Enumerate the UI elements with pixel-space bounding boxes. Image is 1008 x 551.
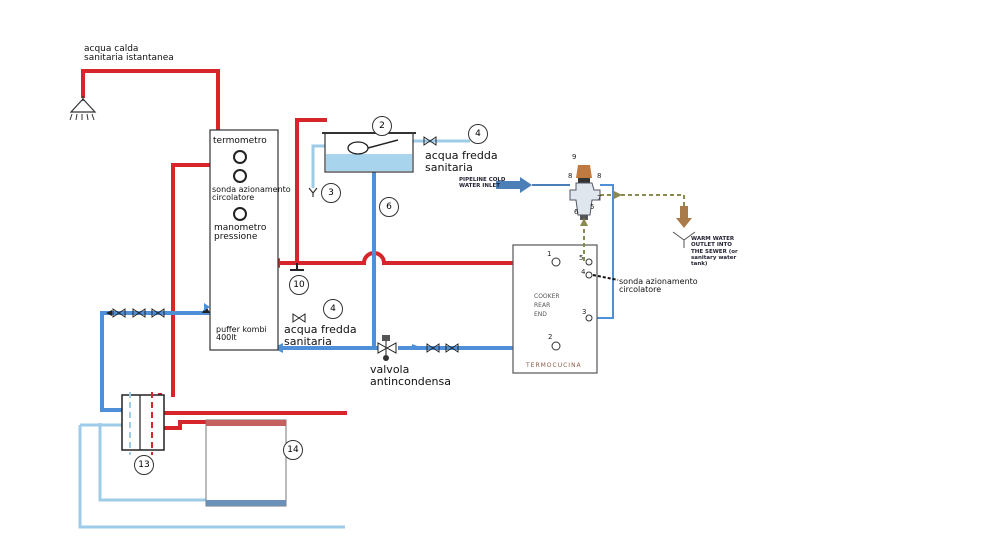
port-2-label: 2: [548, 333, 553, 341]
cold-water-top-label-line2: sanitaria: [425, 160, 473, 174]
right-probe-label: sonda azionamento circolatore: [619, 277, 698, 295]
sewer-funnel-icon: [672, 206, 696, 248]
cold-water-mid-label-line1: acqua fredda: [284, 323, 357, 336]
cold-water-mid-label-line2: sanitaria: [284, 334, 332, 348]
puffer-label: puffer kombi 400lt: [216, 325, 267, 343]
cold-water-top-label-line1: acqua fredda: [425, 149, 498, 162]
puffer-label-line1: puffer kombi: [216, 325, 267, 334]
manometer-label-line2: pressione: [214, 232, 258, 243]
outlet-down-arrow: [580, 218, 588, 226]
probe-label: sonda azionamento circolatore: [212, 185, 291, 203]
cooker-blue-loop: [592, 184, 614, 319]
warm-label-line2: OUTLET INTO: [691, 242, 732, 249]
expansion-tank: [322, 132, 416, 173]
heat-exchanger: [121, 392, 165, 455]
probe-label-line2: circolatore: [212, 193, 255, 203]
pipeline-inlet-label: PIPELINE COLD WATER INLET: [459, 177, 505, 190]
solar-collector-panel: [205, 419, 287, 507]
valve-port-6: 6: [574, 208, 579, 216]
thermometer-label: termometro: [213, 136, 267, 146]
hot-water-label-line2: sanitaria istantanea: [84, 53, 174, 64]
warm-outlet-label: WARM WATER OUTLET INTO THE SEWER (or san…: [691, 236, 738, 268]
port-3-label: 3: [582, 308, 587, 316]
manometer-gauge: [233, 207, 247, 221]
valve-port-5: 5: [590, 203, 595, 211]
callout-10: 10: [289, 275, 309, 295]
cooker-label-line1: COOKER: [534, 293, 560, 300]
hot-water-label: acqua calda sanitaria istantanea: [84, 44, 174, 64]
valve-port-9: 9: [572, 153, 577, 161]
callout-6: 6: [379, 197, 399, 217]
sonda-dashed-line: [592, 274, 619, 281]
cooker-rear-label: COOKER REAR END: [534, 292, 560, 319]
valve-port-8a: 8: [568, 172, 573, 180]
hot-water-label-line1: acqua calda: [84, 44, 139, 54]
thermostatic-safety-valve: [569, 165, 601, 220]
cooker-label-line3: END: [534, 311, 547, 318]
valve-label-line2: antincondensa: [370, 374, 451, 388]
warm-label-line4: sanitary water: [691, 254, 737, 261]
puffer-side-arrow: [204, 303, 210, 311]
thermometer-gauge-1: [233, 150, 247, 164]
cold-water-pipes: [100, 170, 547, 412]
valve-port-7: 7: [597, 194, 602, 202]
callout-3: 3: [321, 183, 341, 203]
callout-4-top: 4: [468, 124, 488, 144]
drain-funnel-icon: [308, 187, 318, 197]
termocucina-label: TERMOCUCINA: [526, 362, 582, 369]
vent-tee-icon: [290, 263, 304, 271]
port-5-label: 5: [579, 254, 584, 262]
warm-water-outlet-dashed: [583, 194, 685, 262]
cold-water-top-label: acqua fredda sanitaria: [425, 150, 498, 173]
callout-2: 2: [372, 116, 392, 136]
pale-cold-lines: [78, 139, 470, 529]
manometer-label: manometro pressione: [214, 223, 267, 243]
manometer-label-line1: manometro: [214, 223, 267, 233]
probe-gauge: [233, 169, 247, 183]
anticondensation-valve-label: valvola antincondensa: [370, 364, 451, 387]
pipeline-label-line2: WATER INLET: [459, 183, 500, 190]
valve-port-8b: 8: [597, 172, 602, 180]
valve-label-line1: valvola: [370, 363, 410, 376]
warm-label-line1: WARM WATER: [691, 236, 735, 242]
cooker-ports: [551, 257, 593, 351]
warm-label-line3: THE SEWER (or: [691, 248, 738, 255]
port-4-label: 4: [581, 268, 586, 276]
pipeline-label-line1: PIPELINE COLD: [459, 177, 506, 183]
puffer-tank: [209, 129, 279, 351]
puffer-label-line2: 400lt: [216, 333, 237, 343]
probe-label-line1: sonda azionamento: [212, 185, 291, 194]
outlet-arrow: [614, 191, 622, 199]
right-probe-label-line1: sonda azionamento: [619, 277, 698, 286]
cold-water-mid-label: acqua fredda sanitaria: [284, 324, 357, 347]
callout-13: 13: [134, 455, 154, 475]
cooker-label-line2: REAR: [534, 302, 551, 309]
shower-head-icon: [69, 96, 97, 121]
callout-4-mid: 4: [323, 299, 343, 319]
callout-14: 14: [283, 440, 303, 460]
anticondensation-valve: [377, 335, 397, 361]
port-1-label: 1: [547, 250, 552, 258]
right-probe-label-line2: circolatore: [619, 285, 662, 295]
ball-valves: [112, 136, 459, 353]
pipeline-inlet-arrow: [496, 177, 570, 193]
warm-label-line5: tank): [691, 261, 708, 268]
